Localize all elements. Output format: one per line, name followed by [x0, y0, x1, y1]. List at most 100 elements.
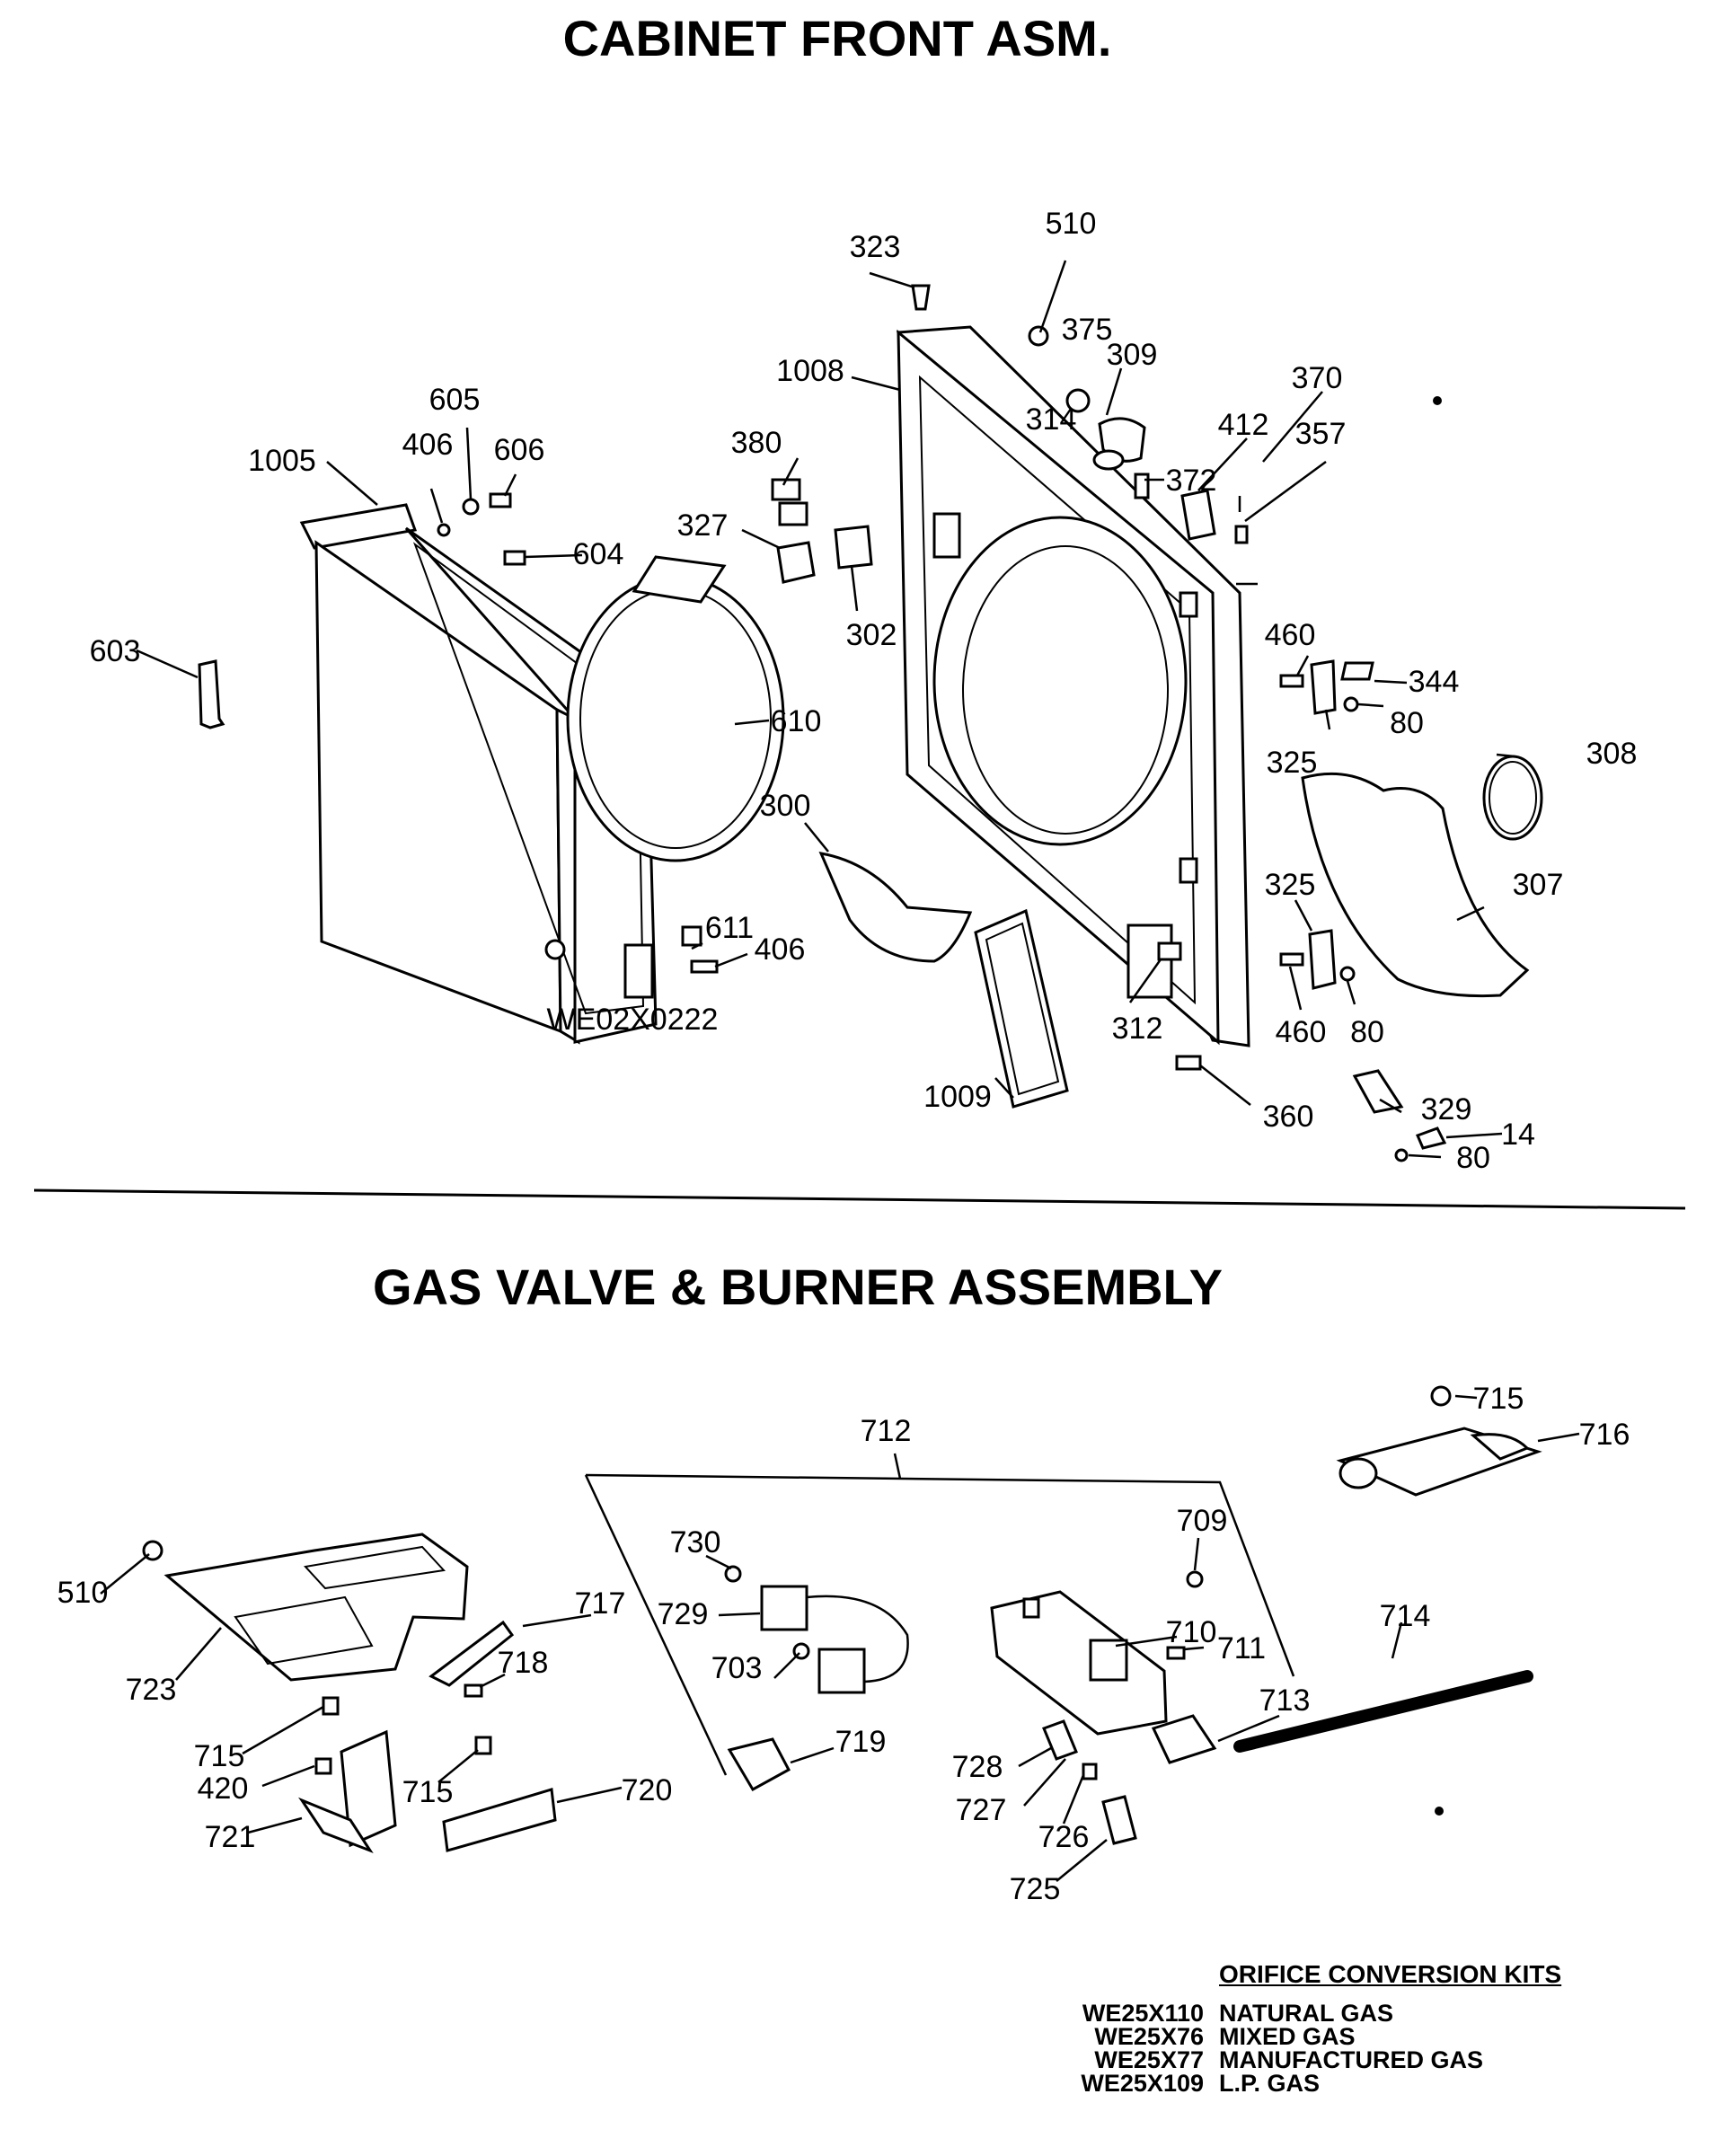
callout-710: 710: [1166, 1615, 1217, 1649]
bracket-329-part: [1352, 1069, 1404, 1114]
catch-plate-part: [834, 525, 873, 570]
callout-344: 344: [1409, 665, 1460, 699]
callout-308: 308: [1586, 737, 1638, 771]
spacer-611-part: [544, 939, 566, 960]
spacer-357-part: [1234, 525, 1249, 544]
kit-description: NATURAL GAS: [1219, 2000, 1393, 2027]
callout-307: 307: [1513, 868, 1564, 902]
callout-370: 370: [1292, 361, 1343, 395]
callout-712: 712: [861, 1414, 912, 1448]
callout-420: 420: [198, 1772, 249, 1806]
valve-assembly-bracket-line-left: [584, 1474, 728, 1776]
bracket-325b-part: [1308, 929, 1337, 990]
callout-460b: 460: [1276, 1015, 1327, 1049]
igniter-728-part: [1042, 1719, 1078, 1761]
callout-510: 510: [1046, 207, 1097, 241]
screw-730-part: [724, 1565, 742, 1583]
heat-shield-part: [442, 1788, 557, 1852]
door-catch-part: [776, 541, 816, 584]
callout-703: 703: [711, 1651, 763, 1685]
callout-375: 375: [1062, 313, 1113, 347]
screw-715-part: [1430, 1385, 1452, 1407]
screw-360-part: [1175, 1055, 1202, 1071]
clip-510-part: [1028, 325, 1049, 347]
callout-80b: 80: [1350, 1015, 1384, 1049]
callout-80c: 80: [1456, 1141, 1490, 1175]
registration-dot: [1433, 396, 1442, 405]
door-seal-ring-part: [566, 575, 785, 862]
callout-606: 606: [494, 433, 545, 467]
bracket-412-part: [1180, 489, 1216, 541]
callout-357: 357: [1295, 417, 1347, 451]
callout-730: 730: [670, 1525, 721, 1560]
registration-dot-lower: [1435, 1807, 1444, 1816]
callout-721: 721: [205, 1820, 256, 1854]
callout-406b: 406: [755, 932, 806, 967]
screw-80c-part: [1394, 1148, 1409, 1162]
callout-325: 325: [1267, 746, 1318, 780]
callout-716: 716: [1579, 1418, 1630, 1452]
front-panel-part: [896, 325, 1258, 1047]
burner-part: [1336, 1427, 1542, 1497]
screw-406-part: [437, 523, 451, 537]
kit-description: MANUFACTURED GAS: [1219, 2046, 1483, 2073]
screw-726-part: [1082, 1763, 1098, 1780]
lint-filter-housing-part: [818, 852, 973, 963]
lint-filter-screen-part: [974, 908, 1069, 1109]
door-handle-part: [198, 659, 225, 729]
bracket-325-part: [1310, 659, 1337, 715]
washer-605-part: [462, 498, 480, 516]
gas-valve-body-part: [990, 1590, 1168, 1736]
callout-460: 460: [1265, 618, 1316, 652]
callout-1008: 1008: [776, 354, 844, 388]
switch-312-part: [1157, 941, 1182, 961]
flame-sensor-part: [428, 1620, 515, 1687]
callout-605: 605: [429, 383, 481, 417]
screw-372-part: [1134, 473, 1150, 499]
screw-606-part: [489, 492, 512, 508]
callout-406: 406: [402, 428, 454, 462]
callout-713: 713: [1259, 1683, 1311, 1718]
kit-code: WE25X77: [1094, 2046, 1204, 2073]
manifold-pipe-part: [1233, 1670, 1533, 1753]
screw-80b-part: [1339, 966, 1356, 982]
callout-709: 709: [1177, 1504, 1228, 1538]
screw-406b-part: [690, 959, 719, 974]
callout-715c: 715: [402, 1775, 454, 1809]
callout-we02x0222: WE02X0222: [547, 1003, 719, 1037]
burner-bracket-part: [163, 1533, 469, 1682]
callout-720: 720: [622, 1773, 673, 1807]
cabinet-leader-lines: [136, 260, 1515, 1159]
screw-715b-part: [474, 1736, 492, 1755]
screw-718-part: [464, 1683, 483, 1698]
callout-314: 314: [1026, 402, 1077, 437]
screw-323-part: [911, 284, 931, 311]
callout-711: 711: [1217, 1631, 1266, 1666]
screw-460b-part: [1279, 952, 1304, 967]
valve-assembly-bracket-line: [585, 1473, 1295, 1677]
cabinet-front-title: CABINET FRONT ASM.: [563, 10, 1112, 66]
screw-420-part: [314, 1757, 332, 1775]
orifice-holder-part: [1151, 1714, 1217, 1764]
bracket-375-part: [1065, 388, 1091, 413]
gas-leader-lines: [100, 1394, 1580, 1882]
callout-412: 412: [1218, 408, 1269, 442]
callout-300: 300: [760, 789, 811, 823]
callout-726: 726: [1038, 1820, 1090, 1854]
callout-727: 727: [956, 1793, 1007, 1827]
bushing-314-part: [1092, 449, 1125, 471]
callout-715: 715: [1473, 1382, 1524, 1416]
callout-717: 717: [575, 1586, 626, 1621]
callout-728: 728: [952, 1750, 1003, 1784]
pin-380-part: [771, 478, 801, 501]
mounting-bracket-721-part: [298, 1729, 397, 1854]
callout-510b: 510: [57, 1576, 109, 1610]
callout-719: 719: [835, 1725, 887, 1759]
switch-719-part: [727, 1737, 791, 1792]
callout-14: 14: [1501, 1118, 1535, 1152]
hinge-part: [778, 501, 808, 526]
igniter-725-part: [1101, 1795, 1137, 1845]
front-duct-part: [1301, 772, 1530, 998]
screw-460-part: [1279, 674, 1304, 688]
